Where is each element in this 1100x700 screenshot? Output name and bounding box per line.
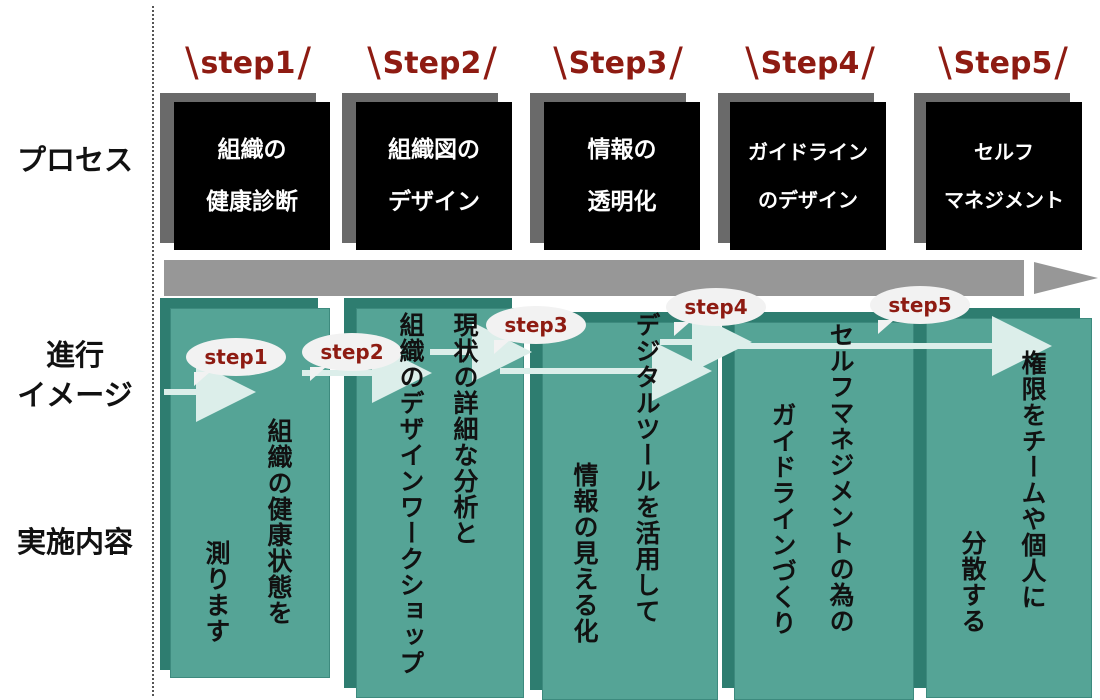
step2-box-line1: 組織図の (388, 137, 480, 163)
step1-process-box: 組織の 健康診断 (174, 102, 330, 250)
step5-process-box: セルフ マネジメント (926, 102, 1082, 250)
step4-bubble: step4 (666, 288, 766, 336)
step1-box-line1: 組織の (217, 137, 287, 163)
step2-box-line2: デザイン (388, 189, 480, 215)
row-label-process: プロセス (16, 143, 133, 177)
step3-box-line2: 透明化 (587, 189, 657, 215)
timeline-arrow-head (1034, 262, 1098, 294)
step4-box-line1: ガイドライン (748, 140, 868, 164)
step1-bubble: step1 (186, 338, 286, 386)
step3-content-col1: デジタルツールを活用して (632, 312, 661, 624)
step4-content-col1: セルフマネジメントの為の (826, 322, 855, 634)
step3-content-col2: 情報の見える化 (570, 462, 599, 644)
step5-content-col2: 分散する (958, 530, 987, 634)
step5-box-line2: マネジメント (944, 188, 1064, 212)
step5-box-line1: セルフ (974, 140, 1034, 164)
timeline-arrow-band (164, 260, 1024, 296)
step3-title: \Step3/ (553, 40, 683, 86)
step2-bubble: step2 (302, 333, 402, 381)
step3-box-line1: 情報の (587, 137, 657, 163)
step1-content-col2: 測ります (202, 540, 231, 644)
step2-content-col3: 現状の詳細な分析と (450, 312, 479, 546)
step5-title: \Step5/ (938, 40, 1068, 86)
step2-title: \Step2/ (367, 40, 497, 86)
step2-process-box: 組織図の デザイン (356, 102, 512, 250)
step4-box-line2: のデザイン (758, 188, 858, 212)
vertical-divider (152, 6, 154, 696)
step1-box-line2: 健康診断 (206, 189, 298, 215)
step3-bubble: step3 (486, 306, 586, 354)
row-label-content: 実施内容 (16, 525, 133, 559)
step4-content-col2: ガイドラインづくり (768, 402, 797, 636)
step1-title: \step1/ (185, 40, 311, 86)
step2-content-col1: 組織のデザインワークショップ (396, 312, 425, 676)
row-label-progress: 進行 イメージ (17, 338, 133, 412)
step4-process-box: ガイドライン のデザイン (730, 102, 886, 250)
step5-panel (926, 318, 1092, 698)
step3-process-box: 情報の 透明化 (544, 102, 700, 250)
step5-bubble: step5 (870, 286, 970, 334)
step4-panel (734, 322, 914, 700)
step4-title: \Step4/ (745, 40, 875, 86)
step5-content-col1: 権限をチームや個人に (1018, 350, 1047, 610)
step1-content-col1: 組織の健康状態を (264, 418, 293, 626)
